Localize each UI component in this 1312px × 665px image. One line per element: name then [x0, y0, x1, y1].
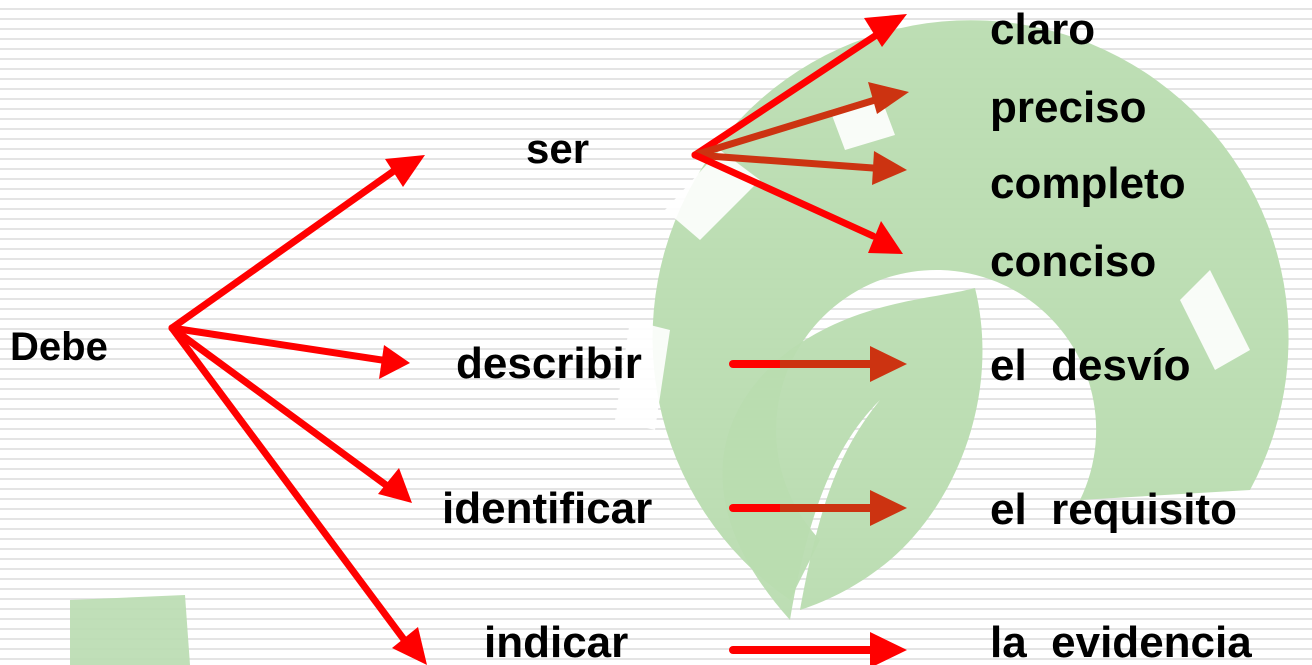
arrow-debe-to-identificar — [168, 324, 412, 503]
node-claro: claro — [990, 5, 1096, 54]
arrow-debe-to-describir — [168, 324, 410, 379]
arrow-ser-to-claro — [691, 14, 907, 159]
node-indicar: indicar — [484, 618, 629, 665]
node-ser: ser — [526, 125, 590, 172]
arrow-ser-to-completo — [691, 151, 907, 185]
arrow-describir-to-desvio — [729, 346, 907, 382]
node-completo: completo — [990, 159, 1186, 208]
watermark-leaf — [722, 288, 983, 620]
node-describir: describir — [456, 339, 642, 388]
watermark-ring-gap-3 — [1180, 270, 1250, 370]
node-el-requisito: el requisito — [990, 485, 1237, 534]
node-identificar: identificar — [442, 484, 653, 533]
arrow-debe-to-ser — [168, 155, 425, 332]
node-preciso: preciso — [990, 83, 1147, 132]
arrow-debe-to-indicar — [168, 324, 427, 665]
node-el-desvio: el desvío — [990, 341, 1191, 390]
arrow-indicar-to-evidencia — [729, 632, 907, 665]
node-conciso: conciso — [990, 237, 1157, 286]
arrow-ser-to-conciso — [691, 151, 903, 254]
watermark-ring-gap-2 — [615, 320, 670, 430]
arrow-ser-to-preciso — [691, 82, 909, 159]
node-la-evidencia: la evidencia — [990, 618, 1252, 665]
arrow-identificar-to-requisito — [729, 490, 907, 526]
node-debe: Debe — [10, 325, 108, 369]
watermark-corner-shape — [70, 595, 190, 665]
